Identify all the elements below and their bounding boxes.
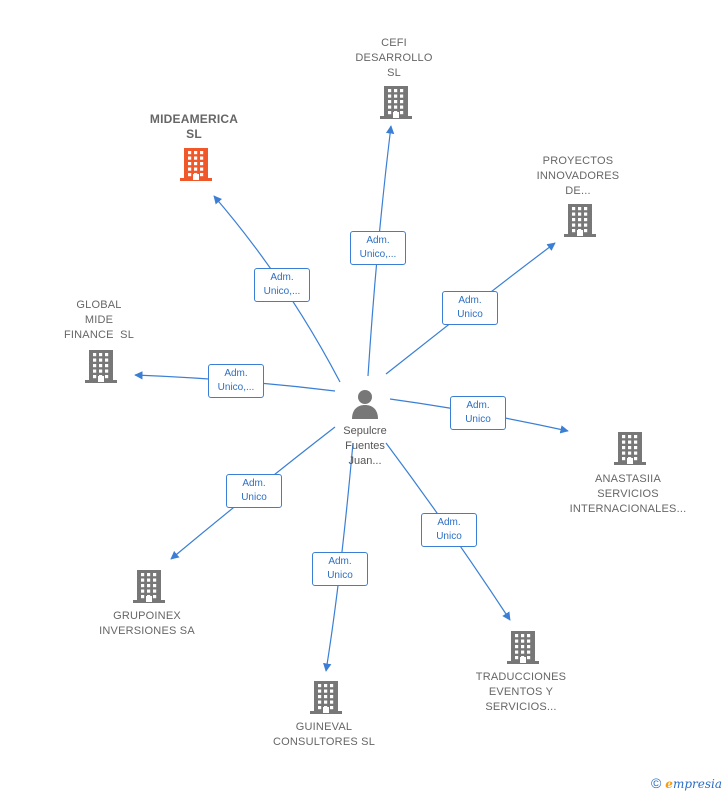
company-label-proyectos[interactable]: PROYECTOS INNOVADORES DE... <box>537 154 620 199</box>
edge-role-line: Adm. <box>458 295 482 306</box>
edge-role-label-global[interactable]: Adm. Unico,... <box>208 364 264 398</box>
brand-name: mpresia <box>672 777 722 791</box>
company-label-line: MIDEAMERICA <box>149 112 239 126</box>
edge-role-line: Adm. <box>224 368 248 379</box>
building-icon[interactable] <box>507 629 539 670</box>
company-label-line: GRUPOINEX <box>113 610 181 622</box>
edge-role-label-cefi[interactable]: Adm. Unico,... <box>350 231 406 265</box>
company-label-line: SERVICIOS... <box>485 701 557 713</box>
edge-role-line: Adm. <box>328 556 352 567</box>
company-label-line: DESARROLLO <box>355 52 433 64</box>
company-label-line: MIDE <box>84 314 114 326</box>
edge-role-label-grupoinex[interactable]: Adm. Unico <box>226 474 282 508</box>
edge-role-line: Unico <box>327 570 353 581</box>
company-label-line: SL <box>387 67 401 79</box>
edge-role-label-guineval[interactable]: Adm. Unico <box>312 552 368 586</box>
company-label-line: CONSULTORES SL <box>272 736 376 748</box>
building-icon[interactable] <box>310 679 342 720</box>
footer-brand: ©empresia <box>651 775 722 791</box>
company-label-global[interactable]: GLOBAL MIDE FINANCE SL <box>64 298 134 343</box>
company-label-guineval[interactable]: GUINEVAL CONSULTORES SL <box>273 720 375 750</box>
edge-role-line: Unico <box>241 492 267 503</box>
company-label-line: GUINEVAL <box>295 721 353 733</box>
edge-role-line: Unico,... <box>217 382 255 393</box>
edge-role-label-proyectos[interactable]: Adm. Unico <box>442 291 498 325</box>
edge-role-line: Unico <box>436 531 462 542</box>
edge-role-line: Unico <box>465 414 491 425</box>
copyright-icon: © <box>650 775 662 791</box>
edge-role-label-mideamerica[interactable]: Adm. Unico,... <box>254 268 310 302</box>
edge-role-line: Unico,... <box>263 286 301 297</box>
center-name-line-1: Sepulcre <box>343 425 387 437</box>
building-icon[interactable] <box>380 84 412 125</box>
company-label-line: TRADUCCIONES <box>475 671 567 683</box>
company-label-line: SERVICIOS <box>597 488 659 500</box>
company-label-line: INTERNACIONALES... <box>569 503 687 515</box>
company-label-anastasiia[interactable]: ANASTASIIA SERVICIOS INTERNACIONALES... <box>570 472 687 517</box>
building-icon[interactable] <box>180 146 212 187</box>
company-label-line: INVERSIONES SA <box>99 625 195 637</box>
edge-role-line: Adm. <box>466 400 490 411</box>
edge-role-line: Adm. <box>242 478 266 489</box>
edge-role-line: Unico <box>457 309 483 320</box>
company-label-line: PROYECTOS <box>542 155 614 167</box>
company-label-line: GLOBAL <box>76 299 122 311</box>
company-label-traducciones[interactable]: TRADUCCIONES EVENTOS Y SERVICIOS... <box>476 670 566 715</box>
edge-role-label-traducciones[interactable]: Adm. Unico <box>421 513 477 547</box>
building-icon[interactable] <box>133 568 165 609</box>
edge-role-line: Unico,... <box>359 249 397 260</box>
person-icon[interactable] <box>350 388 380 420</box>
company-label-line: DE... <box>565 185 591 197</box>
building-icon[interactable] <box>564 202 596 243</box>
company-label-grupoinex[interactable]: GRUPOINEX INVERSIONES SA <box>99 609 195 639</box>
company-label-line: INNOVADORES <box>536 170 620 182</box>
edge-role-line: Adm. <box>437 517 461 528</box>
center-name-line-3: Juan... <box>348 455 382 467</box>
center-name-line-2: Fuentes <box>345 440 385 452</box>
company-label-cefi[interactable]: CEFI DESARROLLO SL <box>355 36 432 81</box>
building-icon[interactable] <box>85 348 117 389</box>
company-label-line: SL <box>186 127 202 141</box>
company-label-line: ANASTASIIA <box>595 473 661 485</box>
company-label-line: CEFI <box>381 37 407 49</box>
edge-role-label-anastasiia[interactable]: Adm. Unico <box>450 396 506 430</box>
company-label-line: FINANCE SL <box>63 329 135 341</box>
center-person-label[interactable]: Sepulcre Fuentes Juan... <box>343 424 386 469</box>
edge-role-line: Adm. <box>270 272 294 283</box>
building-icon[interactable] <box>614 430 646 471</box>
brand-initial: e <box>665 777 673 791</box>
company-label-line: EVENTOS Y <box>488 686 554 698</box>
edge-role-line: Adm. <box>366 235 390 246</box>
